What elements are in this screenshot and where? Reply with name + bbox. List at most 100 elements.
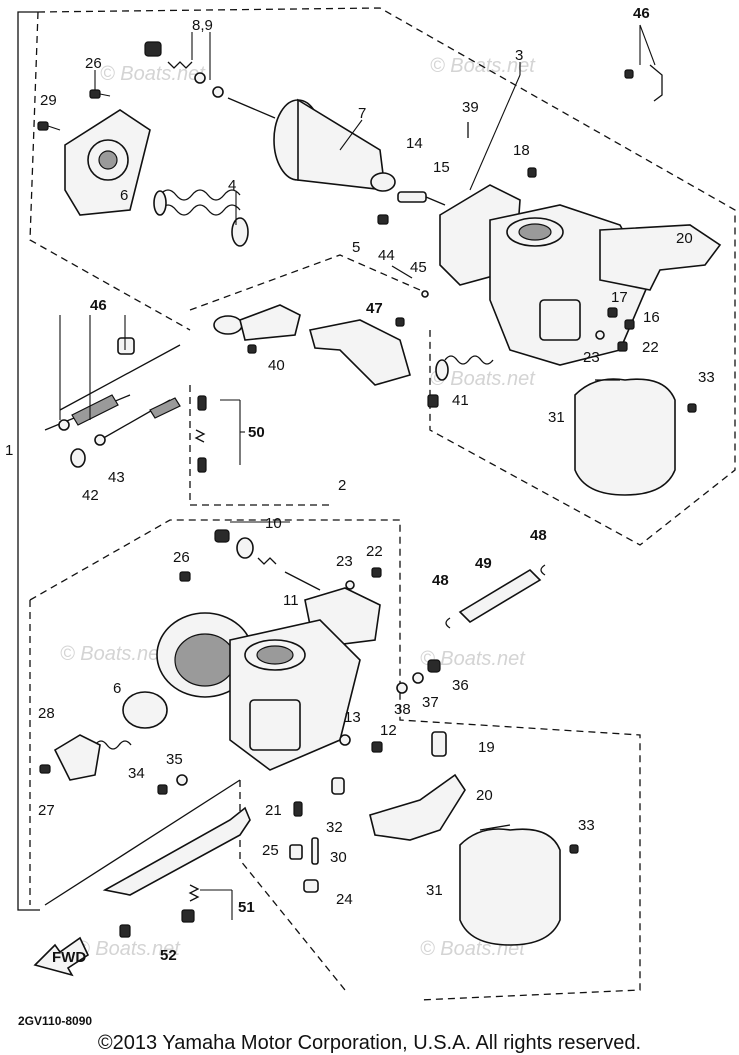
callout-6a: 6 xyxy=(120,187,128,204)
plug-24 xyxy=(303,879,319,893)
watermark: © Boats.net xyxy=(75,938,181,960)
fwd-arrow-icon: FWD xyxy=(33,936,90,977)
washer-35 xyxy=(176,774,188,786)
fwd-label: FWD xyxy=(52,949,86,966)
linkage-46-left xyxy=(44,337,181,468)
callout-25: 25 xyxy=(262,842,279,859)
screw-26-lower xyxy=(179,571,191,582)
callout-14: 14 xyxy=(406,135,423,152)
callout-17: 17 xyxy=(611,289,628,306)
ring-45 xyxy=(421,290,429,298)
callout-15: 15 xyxy=(433,159,450,176)
carburetor-exploded-diagram: © Boats.net © Boats.net © Boats.net © Bo… xyxy=(5,5,736,1001)
callout-23b: 23 xyxy=(336,553,353,570)
callout-24: 24 xyxy=(336,891,353,908)
callout-36: 36 xyxy=(452,677,469,694)
screw-34 xyxy=(157,784,168,795)
watermark: © Boats.net xyxy=(60,643,166,665)
screw-8-9-set xyxy=(144,41,276,119)
needle-14-15 xyxy=(397,191,446,206)
drawing-code: 2GV110-8090 xyxy=(18,1014,93,1028)
screw-18 xyxy=(527,167,537,178)
callout-6b: 6 xyxy=(113,680,121,697)
callout-13: 13 xyxy=(344,709,361,726)
callout-44: 44 xyxy=(378,247,395,264)
callout-30: 30 xyxy=(330,849,347,866)
lower-carburetor-body xyxy=(156,612,361,771)
callout-20b: 20 xyxy=(476,787,493,804)
callout-32: 32 xyxy=(326,819,343,836)
clip-48-right xyxy=(540,564,546,576)
callout-48b: 48 xyxy=(432,572,449,589)
spring-4 xyxy=(153,189,249,247)
lower-carburetor-parts xyxy=(39,529,579,946)
screw-12 xyxy=(371,741,383,753)
callout-35: 35 xyxy=(166,751,183,768)
callout-28: 28 xyxy=(38,705,55,722)
assembly-boundaries xyxy=(17,7,736,1001)
assembly-3-boundary-mid xyxy=(189,254,421,311)
screw-36 xyxy=(427,659,441,673)
callout-29: 29 xyxy=(40,92,57,109)
watermark: © Boats.net xyxy=(430,368,536,390)
callout-31a: 31 xyxy=(548,409,565,426)
spring-41 xyxy=(427,355,494,408)
callouts: 1 2 3 4 5 16 6 7 8,9 10 11 12 13 14 15 1… xyxy=(5,5,715,964)
assembly-3-boundary xyxy=(37,7,736,546)
screw-22-upper xyxy=(617,341,628,352)
washer-23-upper xyxy=(595,330,605,340)
callout-leaders xyxy=(59,24,656,920)
callout-48a: 48 xyxy=(530,527,547,544)
jet-30 xyxy=(311,837,319,865)
callout-39: 39 xyxy=(462,99,479,116)
callout-34: 34 xyxy=(128,765,145,782)
screw-17 xyxy=(607,307,618,318)
callout-22b: 22 xyxy=(366,543,383,560)
callout-11: 11 xyxy=(283,592,299,609)
callout-33a: 33 xyxy=(698,369,715,386)
washer-37 xyxy=(412,672,424,684)
valve-19 xyxy=(431,731,447,757)
callout-37: 37 xyxy=(422,694,439,711)
diaphragm-cover xyxy=(64,109,151,216)
callout-10: 10 xyxy=(265,515,282,532)
callout-41: 41 xyxy=(452,392,469,409)
jet-21 xyxy=(293,801,303,817)
callout-31b: 31 xyxy=(426,882,443,899)
callout-20a: 20 xyxy=(676,230,693,247)
callout-21: 21 xyxy=(265,802,282,819)
slide-piston-7 xyxy=(273,98,396,192)
float-bowl-31-upper xyxy=(574,378,697,496)
callout-47: 47 xyxy=(366,300,383,317)
copyright-notice: ©2013 Yamaha Motor Corporation, U.S.A. A… xyxy=(97,1032,642,1054)
screw-29 xyxy=(37,121,61,131)
callout-3: 3 xyxy=(515,47,523,64)
callout-5: 5 xyxy=(352,239,360,256)
screw-5 xyxy=(377,214,389,225)
washer-13 xyxy=(339,734,351,746)
callout-43: 43 xyxy=(108,469,125,486)
callout-33b: 33 xyxy=(578,817,595,834)
plug-32 xyxy=(331,777,345,795)
washer-23-lower xyxy=(345,580,355,590)
screw-22-lower xyxy=(371,567,382,578)
callout-50: 50 xyxy=(248,424,265,441)
callout-18: 18 xyxy=(513,142,530,159)
callout-23a: 23 xyxy=(583,349,600,366)
upper-carburetor-parts xyxy=(37,41,722,496)
callout-45: 45 xyxy=(410,259,427,276)
diaphragm-6-lower xyxy=(39,691,168,781)
screw-set-10 xyxy=(214,529,321,591)
watermark: © Boats.net xyxy=(100,63,206,85)
float-bowl-31-lower xyxy=(459,824,579,946)
bracket-20-upper xyxy=(599,224,722,291)
callout-49: 49 xyxy=(475,555,492,572)
assembly-1-bracket xyxy=(17,11,40,911)
callout-4: 4 xyxy=(228,177,236,194)
assembly-2-boundary-base xyxy=(44,779,241,906)
screw-16 xyxy=(624,319,635,330)
callout-8-9: 8,9 xyxy=(192,17,213,34)
callout-19: 19 xyxy=(478,739,495,756)
callout-16: 16 xyxy=(643,309,660,326)
callout-46b: 46 xyxy=(90,297,107,314)
